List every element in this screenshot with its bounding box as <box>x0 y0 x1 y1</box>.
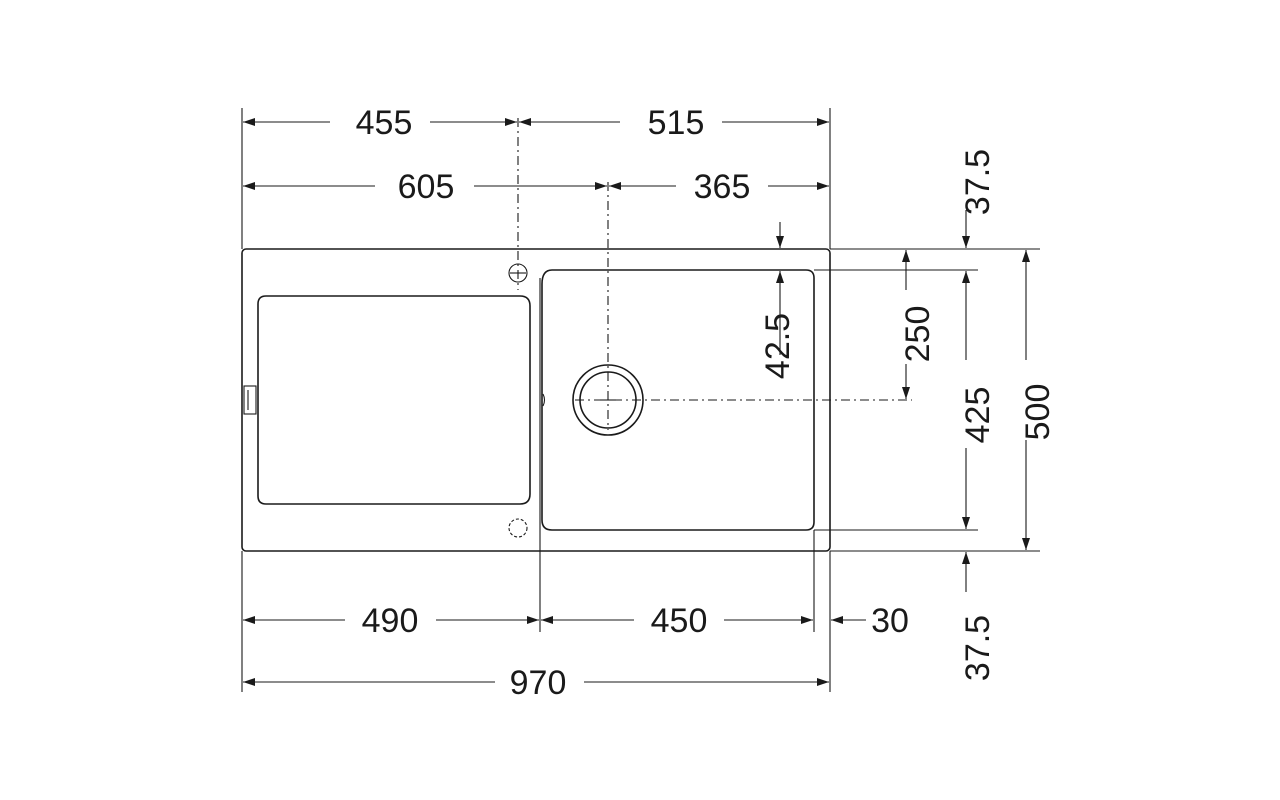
dim-250-label: 250 <box>899 306 937 363</box>
dim-450-label: 450 <box>651 602 708 640</box>
dim-42-5-label: 42.5 <box>759 313 797 379</box>
dim-515-label: 515 <box>648 104 705 142</box>
dim-490-label: 490 <box>362 602 419 640</box>
dim-425-label: 425 <box>959 387 997 444</box>
optional-tap-hole-circle <box>508 518 528 538</box>
dim-605-label: 605 <box>398 168 455 206</box>
overflow-slot <box>243 385 257 415</box>
dim-455-label: 455 <box>356 104 413 142</box>
dim-970-label: 970 <box>510 664 567 702</box>
dim-30-label: 30 <box>871 602 909 640</box>
vertical-dimensions: 500 425 37.5 37.5 250 42.5 <box>759 149 1057 681</box>
centre-lines <box>510 118 912 430</box>
dim-365-label: 365 <box>694 168 751 206</box>
drainer-board <box>257 295 531 505</box>
dim-37-5-top-label: 37.5 <box>959 149 997 215</box>
sink-bowl <box>541 269 815 531</box>
extension-lines <box>241 108 1040 692</box>
dim-500-label: 500 <box>1019 384 1057 441</box>
dim-37-5-bottom-label: 37.5 <box>959 615 997 681</box>
horizontal-dimensions: 455 515 605 365 490 450 30 970 <box>243 104 909 702</box>
waste-outlet-outer <box>572 364 644 436</box>
bowl-overflow-mark <box>542 393 546 407</box>
